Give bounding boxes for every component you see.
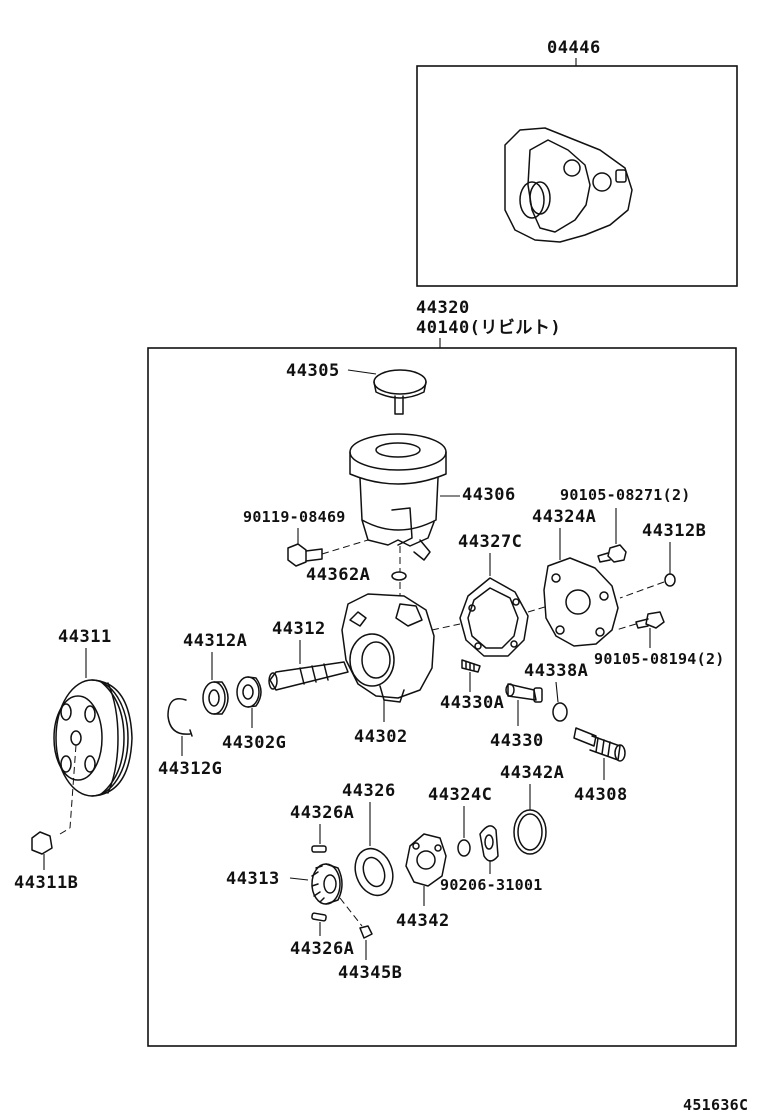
valve-spring — [461, 659, 481, 673]
label-rotor: 44313 — [226, 869, 280, 889]
label-vane: 44345B — [338, 963, 402, 983]
snap-ring-g — [167, 698, 191, 735]
gasket-kit-box — [416, 65, 738, 287]
side-plate — [354, 847, 394, 897]
reservoir-oring — [391, 571, 407, 581]
label-snap-g: 44312G — [158, 759, 222, 779]
label-pin-a-top: 44326A — [290, 803, 354, 823]
label-ring-b: 44312B — [642, 521, 706, 541]
gasket — [459, 577, 529, 657]
label-nut: 44311B — [14, 873, 78, 893]
label-oring-42a: 44342A — [500, 763, 564, 783]
oil-seal — [236, 676, 262, 708]
label-valve: 44330 — [490, 731, 544, 751]
vane — [359, 925, 373, 939]
label-seal-g: 44302G — [222, 733, 286, 753]
pulley — [53, 679, 133, 797]
label-reservoir: 44306 — [462, 485, 516, 505]
pin-a-bottom — [311, 912, 327, 922]
label-oring-38: 44338A — [524, 661, 588, 681]
label-bearing-a: 44312A — [183, 631, 247, 651]
bracket-pin — [479, 825, 499, 862]
label-bolt-res: 90119-08469 — [243, 508, 346, 526]
union-fitting — [573, 727, 626, 762]
label-fitting: 44308 — [574, 785, 628, 805]
rotor — [311, 863, 343, 905]
label-pulley: 44311 — [58, 627, 112, 647]
diagram-code: 451636C — [683, 1096, 748, 1112]
label-cap: 44305 — [286, 361, 340, 381]
label-oring-res: 44362A — [306, 565, 370, 585]
label-cover: 44324A — [532, 507, 596, 527]
label-assy1: 44320 — [416, 298, 470, 318]
label-cam: 44342 — [396, 911, 450, 931]
pump-housing — [341, 593, 435, 703]
label-pin-a-bot: 44326A — [290, 939, 354, 959]
cover-bolt — [597, 544, 627, 563]
bearing-a — [202, 681, 229, 715]
oring-c — [457, 839, 471, 857]
label-gasket: 44327C — [458, 532, 522, 552]
label-plate: 44326 — [342, 781, 396, 801]
rear-cover — [543, 557, 619, 647]
label-pin-90206: 90206-31001 — [440, 876, 543, 894]
label-bolt-cover: 90105-08271(2) — [560, 486, 691, 504]
label-oring-c: 44324C — [428, 785, 492, 805]
snap-ring-b — [664, 573, 676, 587]
pin-a-top — [311, 845, 327, 853]
label-kit: 04446 — [547, 38, 601, 58]
reservoir-cap — [373, 369, 427, 415]
oring-42a — [513, 809, 547, 855]
label-assy2: 40140(リビルト) — [416, 318, 561, 338]
side-bolt — [635, 611, 665, 629]
oring-38 — [552, 702, 568, 722]
flow-valve — [505, 683, 543, 703]
reservoir-bolt — [287, 543, 323, 567]
label-valve-a: 44330A — [440, 693, 504, 713]
drive-shaft — [268, 661, 349, 691]
cam-ring — [405, 833, 447, 887]
label-housing: 44302 — [354, 727, 408, 747]
gasket-kit-illustration — [504, 127, 633, 243]
pump-assembly-box — [147, 347, 737, 1047]
label-bolt-side: 90105-08194(2) — [594, 650, 725, 668]
label-shaft: 44312 — [272, 619, 326, 639]
pulley-nut — [31, 831, 53, 855]
